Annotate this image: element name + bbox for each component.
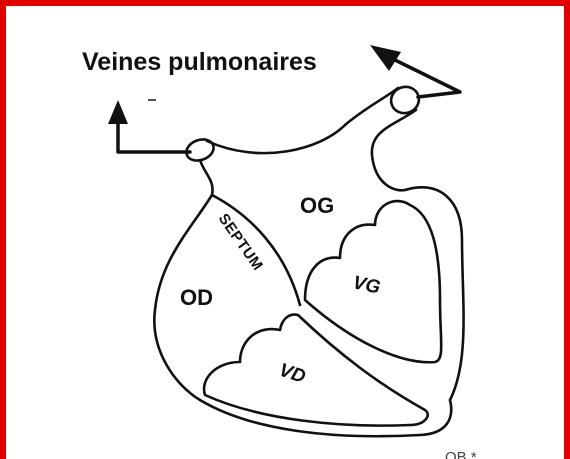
left-vein-arrowhead (108, 100, 128, 124)
label-og: OG (300, 193, 334, 218)
left-vein-arrow-line (118, 118, 190, 152)
right-vein-arrow-line (395, 60, 460, 97)
label-vg: VG (351, 272, 382, 298)
right-atrium-outer (154, 160, 212, 400)
heart-bottom-contour (200, 400, 451, 436)
label-septum: SEPTUM (215, 211, 267, 274)
atrium-right-contour (372, 110, 416, 190)
right-vein-arrowhead (370, 45, 401, 71)
corner-mark: OB * (445, 449, 477, 459)
label-vd: VD (276, 360, 308, 388)
left-ventricle-outer (405, 187, 464, 400)
label-od: OD (180, 285, 213, 310)
right-pulmonary-vein (387, 83, 422, 117)
title-label: Veines pulmonaires (82, 48, 317, 76)
atrium-top-contour (207, 88, 398, 153)
right-ventricle-cavity (204, 315, 428, 426)
